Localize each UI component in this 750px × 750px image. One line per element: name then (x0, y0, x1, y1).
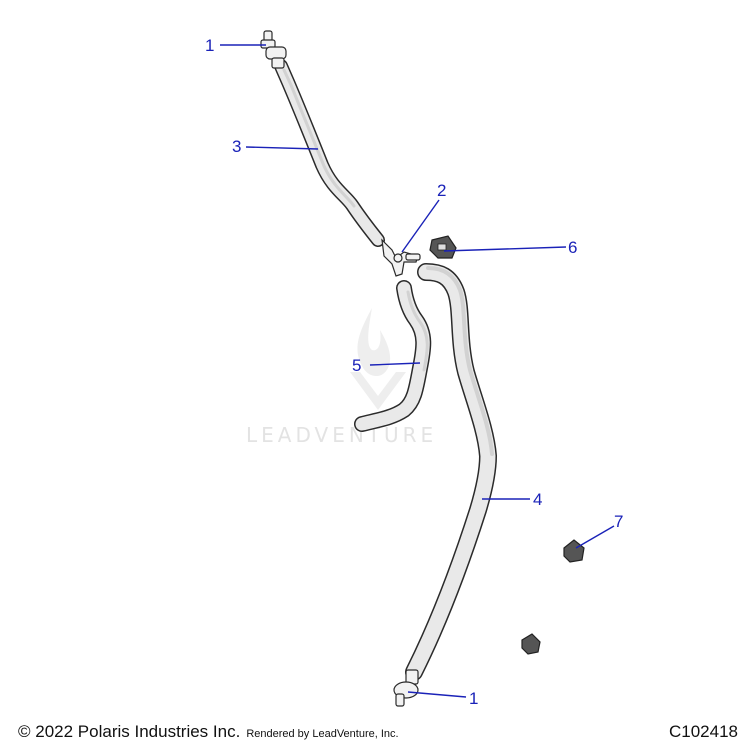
copyright-text: © 2022 Polaris Industries Inc. (18, 722, 241, 741)
callout-1-top: 1 (205, 36, 214, 55)
callout-7: 7 (614, 512, 623, 531)
fitting-1-top (260, 30, 287, 69)
fitting-1-bottom (393, 669, 419, 707)
hose-4 (405, 263, 497, 681)
diagram-id: C102418 (668, 722, 738, 741)
watermark-text: LEADVENTURE (246, 423, 437, 447)
callout-1-bottom: 1 (469, 689, 478, 708)
callout-labels: 1 2 3 4 5 6 7 1 (205, 36, 623, 708)
callout-4: 4 (533, 490, 542, 509)
callout-5: 5 (352, 356, 361, 375)
rendered-by-text: Rendered by LeadVenture, Inc. (246, 728, 399, 740)
callout-leaders (220, 44, 615, 698)
clamp-7 (521, 539, 585, 655)
tee-connector-2 (381, 238, 421, 277)
copyright-footer: © 2022 Polaris Industries Inc. Rendered b… (18, 722, 399, 742)
callout-3: 3 (232, 137, 241, 156)
callout-2: 2 (437, 181, 446, 200)
hose-3 (274, 59, 385, 247)
hose-5 (354, 280, 432, 432)
clamp-6 (429, 235, 457, 259)
leadventure-watermark: LEADVENTURE (246, 308, 437, 447)
callout-6: 6 (568, 238, 577, 257)
